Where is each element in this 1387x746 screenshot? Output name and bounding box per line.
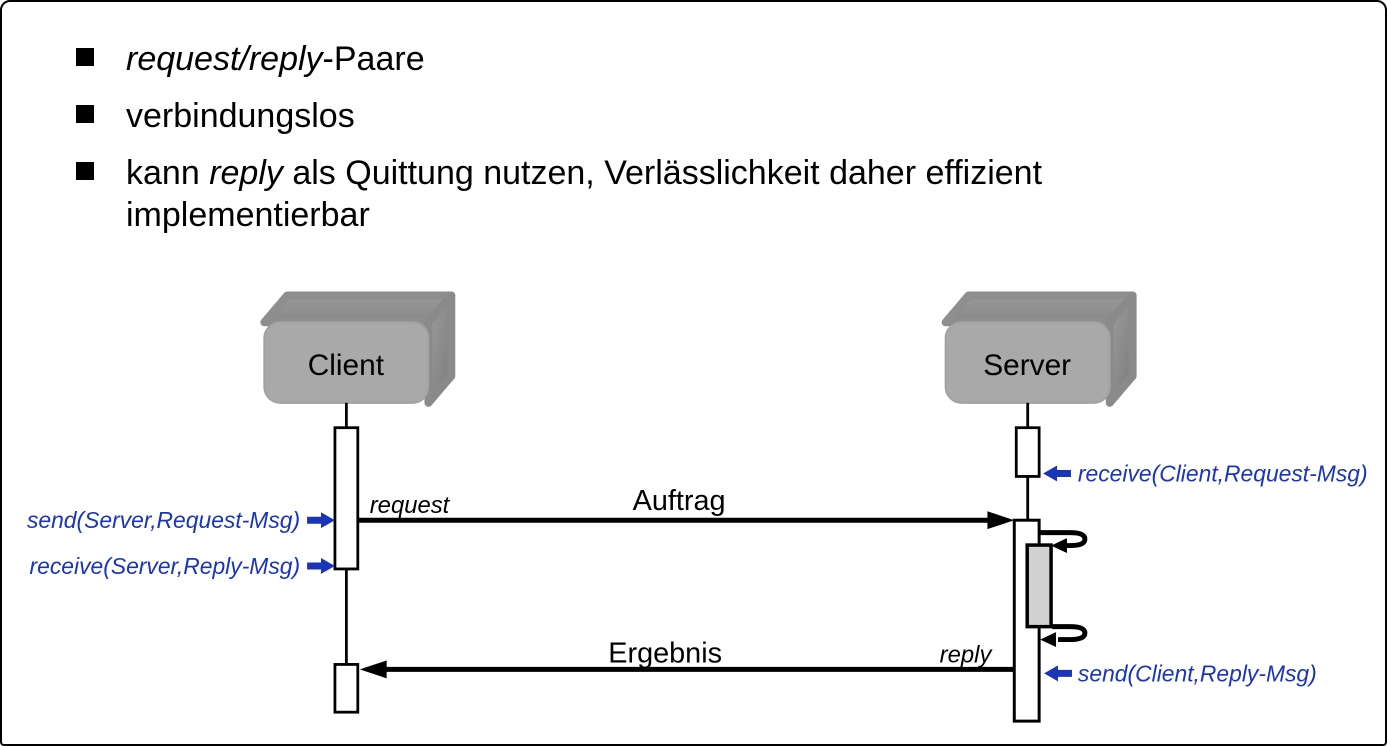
bullet-square-icon bbox=[76, 48, 94, 66]
reply-message-label: Ergebnis bbox=[608, 637, 722, 669]
client-node: Client bbox=[260, 291, 456, 407]
client-activation-bar-2 bbox=[333, 663, 360, 714]
reply-message-arrow: reply Ergebnis bbox=[359, 637, 1015, 679]
client-annotations: send(Server,Request-Msg) receive(Server,… bbox=[27, 507, 335, 579]
request-arrowhead-icon bbox=[987, 511, 1015, 530]
server-self-call-arrows bbox=[1039, 530, 1088, 648]
reply-primitive-label: reply bbox=[940, 641, 994, 668]
request-primitive-label: request bbox=[370, 492, 451, 519]
server-lifeline bbox=[1012, 402, 1053, 723]
client-node-label: Client bbox=[308, 349, 385, 382]
server-inner-activation-bar bbox=[1025, 543, 1053, 629]
bullet-text: request/reply-Paare bbox=[126, 40, 425, 78]
client-receive-pointer-icon bbox=[307, 558, 335, 574]
server-self-call-top-arrowhead-icon bbox=[1051, 538, 1067, 554]
client-lifeline bbox=[333, 402, 360, 714]
bullet-item-request-reply: request/reply-Paare bbox=[76, 38, 1276, 80]
client-node-top-face bbox=[260, 291, 456, 327]
bullet-item-quittung: kann reply als Quittung nutzen, Verlässl… bbox=[76, 152, 1276, 236]
server-node-label: Server bbox=[983, 349, 1071, 382]
server-annotations: receive(Client,Request-Msg) send(Client,… bbox=[1043, 460, 1368, 686]
bullet-square-icon bbox=[76, 162, 94, 180]
server-node-top-face bbox=[941, 291, 1137, 327]
request-message-arrow: request Auftrag bbox=[357, 485, 1015, 530]
bullet-item-verbindungslos: verbindungslos bbox=[76, 95, 1276, 137]
bullet-text: kann reply als Quittung nutzen, Verlässl… bbox=[126, 154, 1043, 234]
server-send-label: send(Client,Reply-Msg) bbox=[1078, 660, 1317, 686]
server-self-call-top bbox=[1039, 530, 1088, 549]
server-self-call-bottom bbox=[1052, 624, 1088, 643]
bullet-text: verbindungslos bbox=[126, 97, 355, 135]
client-activation-bar-1 bbox=[333, 426, 360, 571]
server-self-call-bottom-arrowhead-icon bbox=[1040, 632, 1057, 648]
server-receive-pointer-icon bbox=[1043, 465, 1071, 482]
client-send-pointer-icon bbox=[307, 512, 335, 529]
server-send-pointer-icon bbox=[1044, 665, 1072, 682]
server-node: Server bbox=[941, 291, 1137, 407]
bullet-list: request/reply-Paare verbindungslos kann … bbox=[76, 38, 1276, 251]
bullet-square-icon bbox=[76, 105, 94, 123]
request-message-label: Auftrag bbox=[633, 485, 726, 517]
reply-arrowhead-icon bbox=[359, 660, 387, 679]
client-send-label: send(Server,Request-Msg) bbox=[27, 507, 300, 533]
server-receive-label: receive(Client,Request-Msg) bbox=[1078, 460, 1368, 486]
client-receive-label: receive(Server,Reply-Msg) bbox=[30, 553, 301, 579]
server-activation-bar-top bbox=[1014, 426, 1041, 478]
